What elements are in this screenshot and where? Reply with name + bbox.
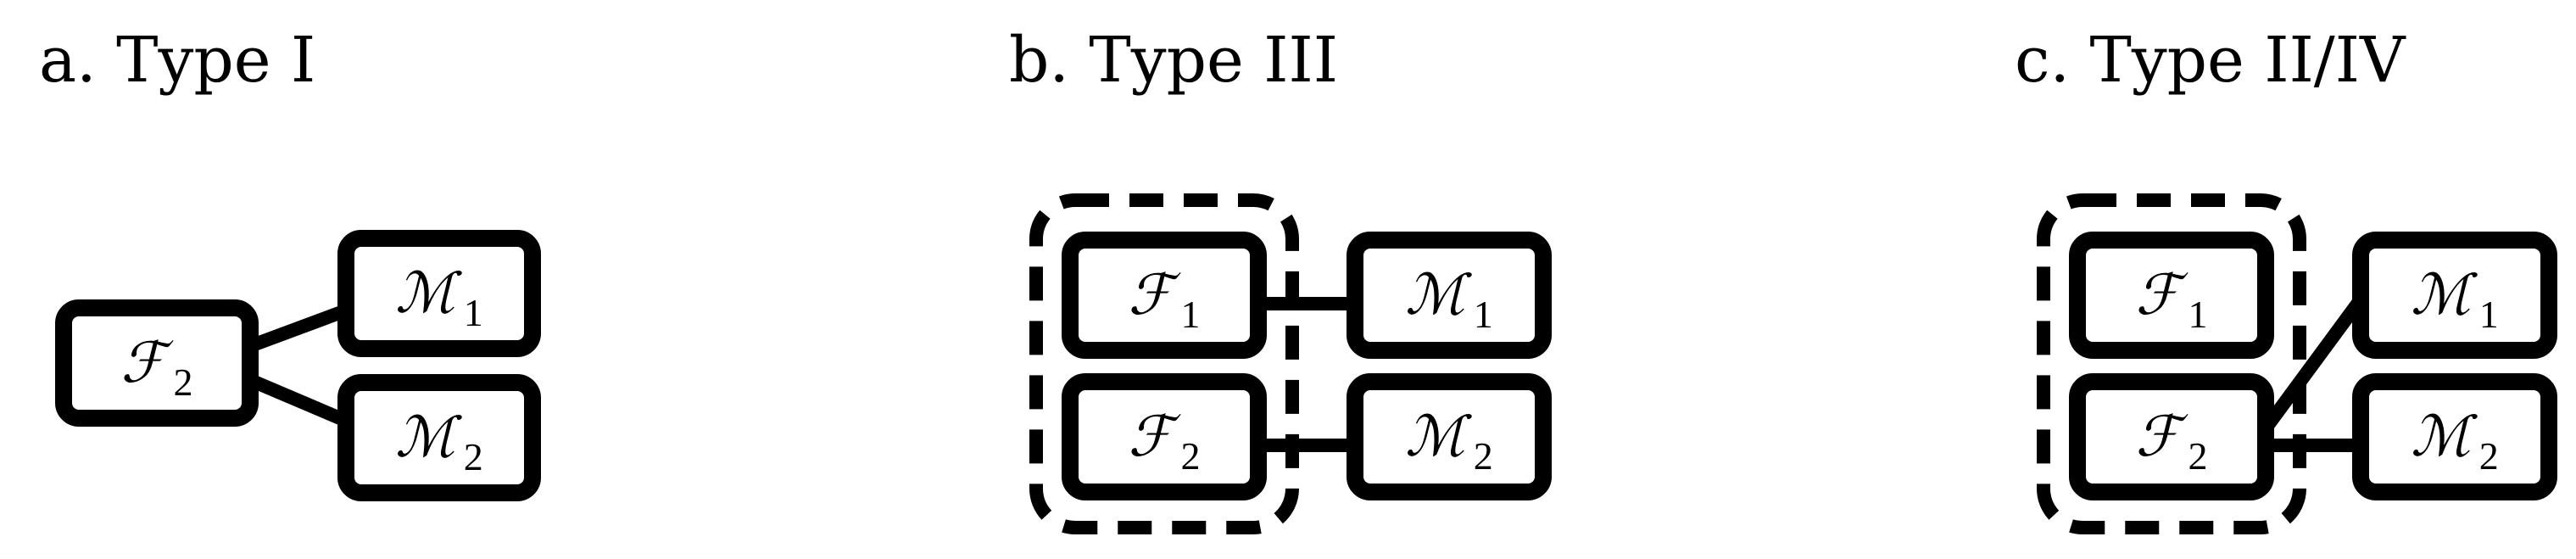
node-subscript: 2 bbox=[2479, 434, 2499, 478]
node-subscript: 1 bbox=[2479, 293, 2499, 336]
node-box bbox=[337, 230, 541, 357]
node-subscript: 2 bbox=[464, 435, 483, 478]
node-symbol: ℳ bbox=[1405, 265, 1472, 327]
node-subscript: 2 bbox=[2188, 434, 2207, 478]
node-box bbox=[2352, 373, 2557, 500]
panel-b-title: b. Type III bbox=[1009, 24, 1338, 97]
node-box bbox=[2069, 373, 2274, 500]
node-symbol: ℳ bbox=[395, 407, 462, 469]
node-symbol: ℳ bbox=[1405, 406, 1472, 468]
node-subscript: 2 bbox=[173, 361, 192, 404]
panel-a-edge-f2-m2 bbox=[247, 373, 349, 428]
panel-c-title: c. Type II/IV bbox=[2015, 24, 2406, 97]
node-box bbox=[1347, 232, 1552, 359]
panel-c-edge-f2-m1 bbox=[2260, 295, 2367, 433]
node-subscript: 1 bbox=[2188, 293, 2207, 336]
panel-a-edge-f2-m1 bbox=[248, 304, 348, 353]
node-box bbox=[2352, 232, 2557, 359]
edge-layer bbox=[247, 295, 2367, 452]
node-subscript: 1 bbox=[464, 291, 483, 334]
node-box bbox=[1062, 373, 1267, 500]
node-box bbox=[2069, 232, 2274, 359]
panel-a-title: a. Type I bbox=[39, 24, 316, 97]
node-symbol: ℳ bbox=[395, 263, 462, 325]
node-box bbox=[1062, 232, 1267, 359]
node-box bbox=[1347, 373, 1552, 500]
node-subscript: 2 bbox=[1180, 434, 1200, 478]
node-subscript: 1 bbox=[1474, 293, 1493, 336]
node-symbol: ℳ bbox=[2411, 265, 2478, 327]
node-subscript: 2 bbox=[1474, 434, 1493, 478]
node-box bbox=[337, 374, 541, 501]
node-box bbox=[55, 299, 259, 427]
node-subscript: 1 bbox=[1180, 293, 1200, 336]
node-symbol: ℳ bbox=[2411, 406, 2478, 468]
